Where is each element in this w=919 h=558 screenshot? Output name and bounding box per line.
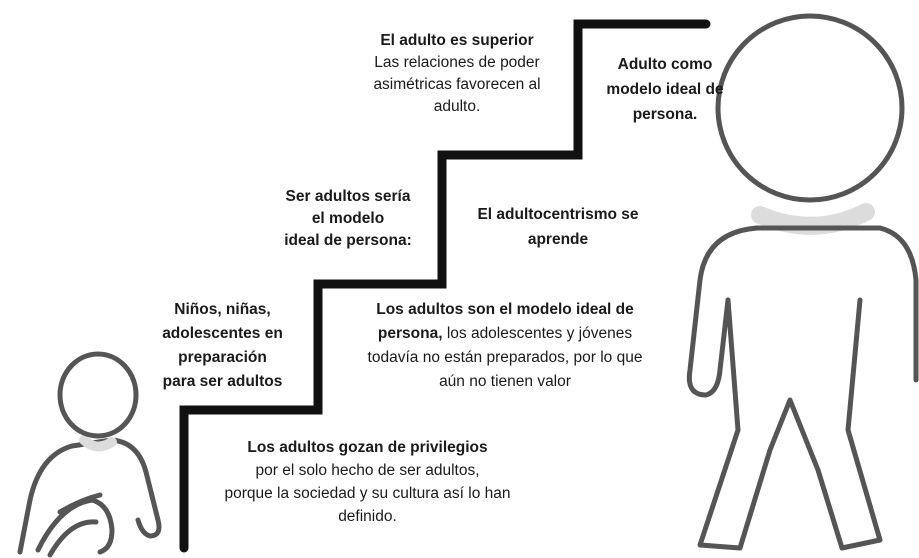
adults-model-rest-first: los adolescentes y jóvenes	[442, 325, 633, 342]
step-bottom-line-2: porque la sociedad y su cultura así lo h…	[224, 485, 511, 502]
step-second-text: Niños, niñas, adolescentes en preparació…	[140, 298, 305, 394]
step-top-text: El adulto es superior Las relaciones de …	[348, 30, 566, 118]
step-top-title: El adulto es superior	[380, 32, 534, 49]
step-bottom-text: Los adultos gozan de privilegios por el …	[200, 436, 535, 528]
adult-label-line-1: Adulto como	[617, 56, 713, 73]
step-third-line-3: ideal de persona:	[284, 232, 412, 249]
step-top-line-2: asimétricas favorecen al	[373, 76, 541, 93]
step-second-line-2: adolescentes en	[162, 325, 283, 342]
adultocentrismo-line-2: aprende	[527, 231, 589, 248]
step-second-line-1: Niños, niñas,	[174, 301, 271, 318]
step-top-line-1: Las relaciones de poder	[374, 54, 540, 71]
adult-label-line-2: modelo ideal de	[606, 81, 724, 98]
step-second-line-3: preparación	[178, 349, 267, 366]
step-top-line-3: adulto.	[433, 98, 481, 115]
step-third-line-2: el modelo	[311, 210, 385, 227]
adultocentrismo-text: El adultocentrismo se aprende	[458, 202, 658, 252]
adults-model-bold-word: persona,	[377, 325, 443, 342]
step-bottom-line-1: por el solo hecho de ser adultos,	[255, 462, 480, 479]
step-bottom-title: Los adultos gozan de privilegios	[247, 439, 488, 456]
step-third-text: Ser adultos sería el modelo ideal de per…	[258, 186, 438, 252]
adults-model-line-3: todavía no están preparados, por lo que	[367, 349, 643, 366]
staircase-icon	[179, 19, 711, 553]
adults-model-line-2: persona, los adolescentes y jóvenes	[330, 322, 680, 346]
sitting-child-icon	[17, 351, 162, 558]
step-bottom-line-3: definido.	[338, 508, 397, 525]
adultocentrismo-line-1: El adultocentrismo se	[477, 206, 639, 223]
adult-label-line-3: persona.	[632, 106, 698, 123]
adults-model-line-4: aún no tienen valor	[439, 373, 571, 390]
adults-model-bold-lead: Los adultos son el modelo ideal de	[376, 301, 634, 318]
adult-label: Adulto como modelo ideal de persona.	[590, 52, 740, 127]
step-third-line-1: Ser adultos sería	[285, 188, 411, 205]
walking-adult-icon	[686, 13, 919, 551]
adults-model-text: Los adultos son el modelo ideal de perso…	[330, 298, 680, 394]
step-second-line-4: para ser adultos	[162, 373, 283, 390]
